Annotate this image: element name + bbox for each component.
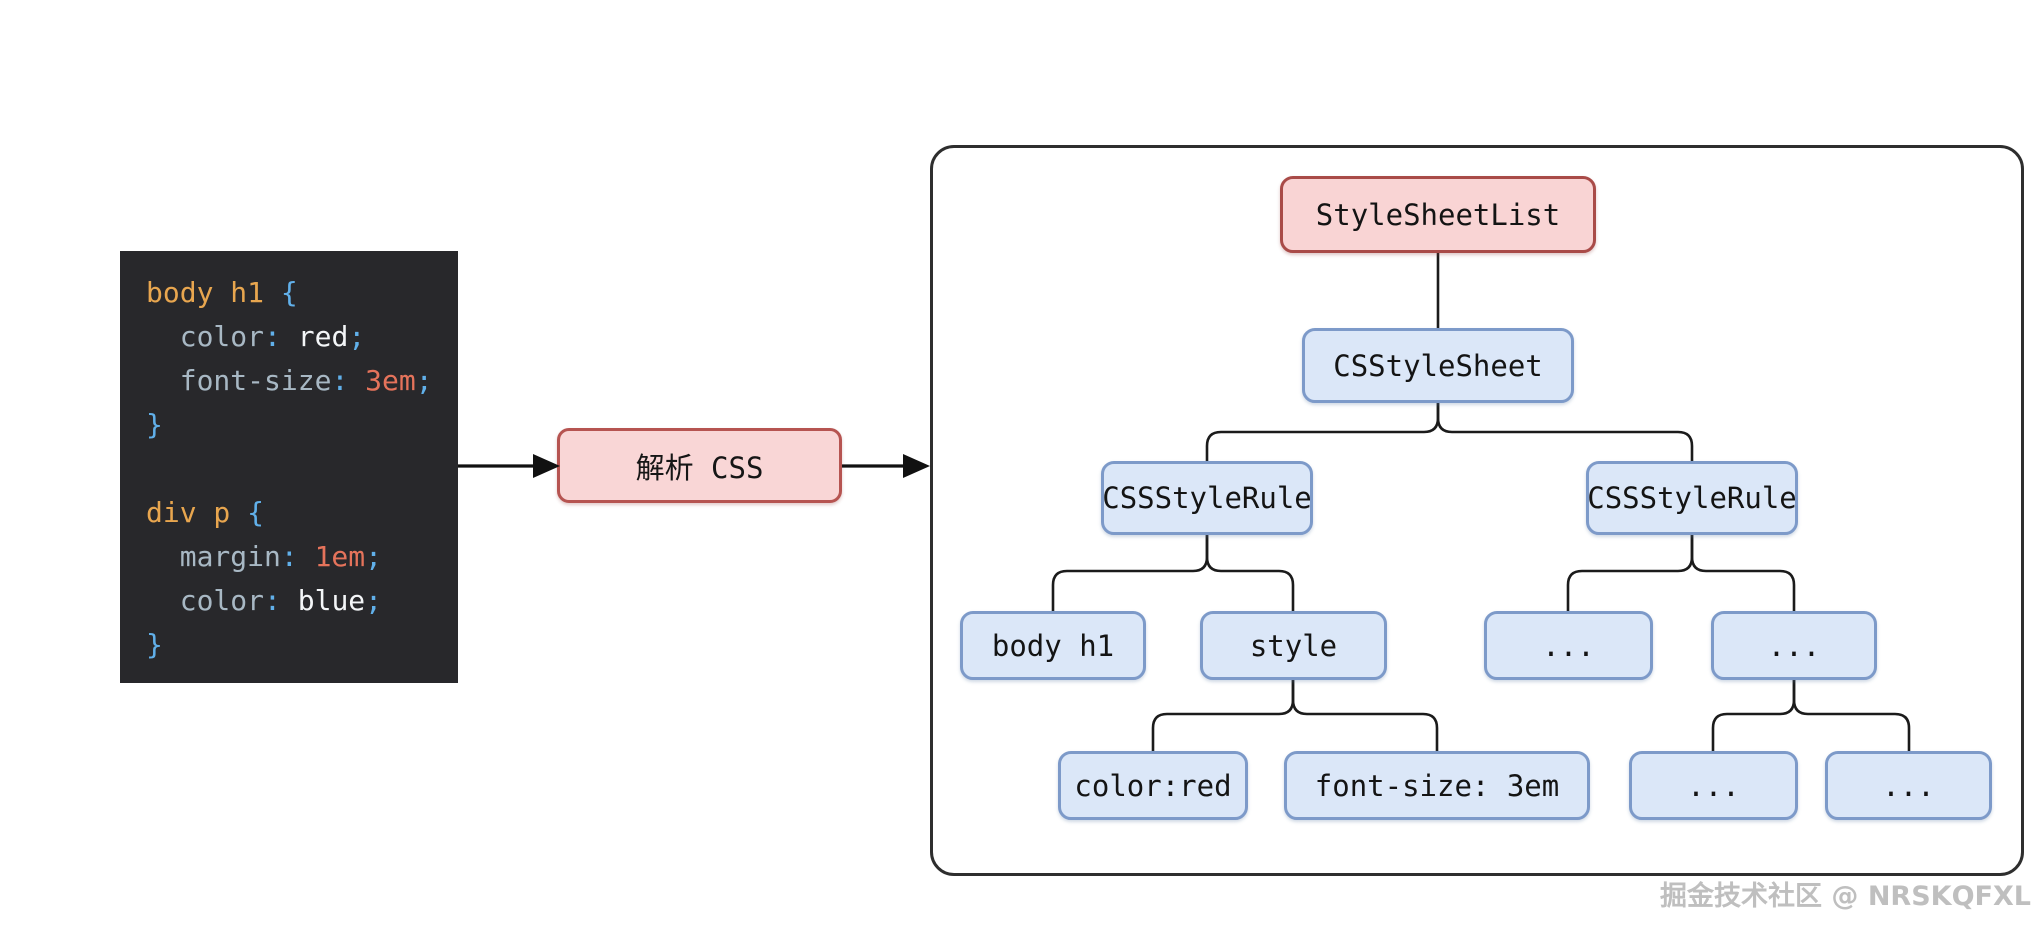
code-token: :	[264, 320, 298, 353]
node-label: style	[1249, 628, 1338, 663]
code-token: red	[297, 320, 349, 353]
node-label: ...	[1767, 628, 1821, 663]
node-cssstylerule-2: CSSStyleRule	[1586, 461, 1798, 535]
watermark: 掘金技术社区 @ NRSKQFXL	[1660, 881, 2031, 912]
code-line: margin: 1em;	[146, 535, 432, 579]
code-token: color	[146, 584, 265, 617]
code-token: }	[146, 408, 163, 441]
node-declaration-font-size: font-size: 3em	[1284, 751, 1590, 820]
code-line: }	[146, 403, 432, 447]
code-line: }	[146, 623, 432, 667]
code-token: font-size	[146, 364, 332, 397]
node-label: body h1	[991, 628, 1115, 663]
code-token: :	[280, 540, 315, 573]
node-cssstylerule-1: CSSStyleRule	[1101, 461, 1313, 535]
code-token: }	[146, 628, 163, 661]
node-cssstylesheet: CSStyleSheet	[1302, 328, 1574, 403]
node-label: font-size: 3em	[1314, 768, 1560, 803]
node-selector-body-h1: body h1	[960, 611, 1146, 680]
code-token: ;	[415, 364, 433, 397]
node-label: CSSStyleRule	[1102, 481, 1312, 515]
code-token: ;	[365, 540, 383, 573]
node-label: CSStyleSheet	[1333, 348, 1543, 383]
code-token: :	[264, 584, 298, 617]
node-ellipsis-4: ...	[1825, 751, 1992, 820]
cssom-tree-panel: StyleSheetList CSStyleSheet CSSStyleRule…	[930, 145, 2024, 876]
parse-css-box: 解析 CSS	[557, 428, 842, 503]
code-line: div p {	[146, 491, 432, 535]
code-token: 3em	[365, 364, 416, 397]
code-line: font-size: 3em;	[146, 359, 433, 403]
css-code-block: body h1 { color: red; font-size: 3em; } …	[120, 251, 458, 683]
code-line: body h1 {	[146, 271, 432, 315]
parse-css-label: 解析 CSS	[635, 450, 764, 485]
code-token: 1em	[314, 540, 366, 573]
code-token: body h1	[146, 276, 281, 309]
tree-connectors	[1051, 251, 1911, 753]
node-stylesheetlist: StyleSheetList	[1280, 176, 1596, 253]
code-token	[146, 452, 163, 485]
code-token: color	[146, 320, 265, 353]
code-token: :	[331, 364, 366, 397]
node-label: ...	[1542, 628, 1595, 663]
flow-arrow-right	[842, 454, 930, 478]
node-declaration-color-red: color:red	[1058, 751, 1248, 820]
code-line	[146, 447, 432, 491]
node-label: ...	[1882, 768, 1935, 803]
node-label: color:red	[1074, 768, 1232, 803]
code-token: ;	[348, 320, 366, 353]
code-token: {	[247, 496, 265, 529]
node-label: ...	[1687, 768, 1740, 803]
flow-arrow-left	[458, 454, 560, 478]
node-ellipsis-2: ...	[1711, 611, 1877, 680]
node-ellipsis-3: ...	[1629, 751, 1798, 820]
code-token: {	[280, 276, 298, 309]
code-token: blue	[297, 584, 366, 617]
node-ellipsis-1: ...	[1484, 611, 1653, 680]
code-token: div p	[146, 496, 248, 529]
node-label: StyleSheetList	[1315, 197, 1561, 232]
node-label: CSSStyleRule	[1587, 481, 1797, 515]
code-token: margin	[146, 540, 281, 573]
code-line: color: blue;	[146, 579, 432, 623]
code-token: ;	[365, 584, 383, 617]
code-line: color: red;	[146, 315, 432, 359]
node-style: style	[1200, 611, 1387, 680]
